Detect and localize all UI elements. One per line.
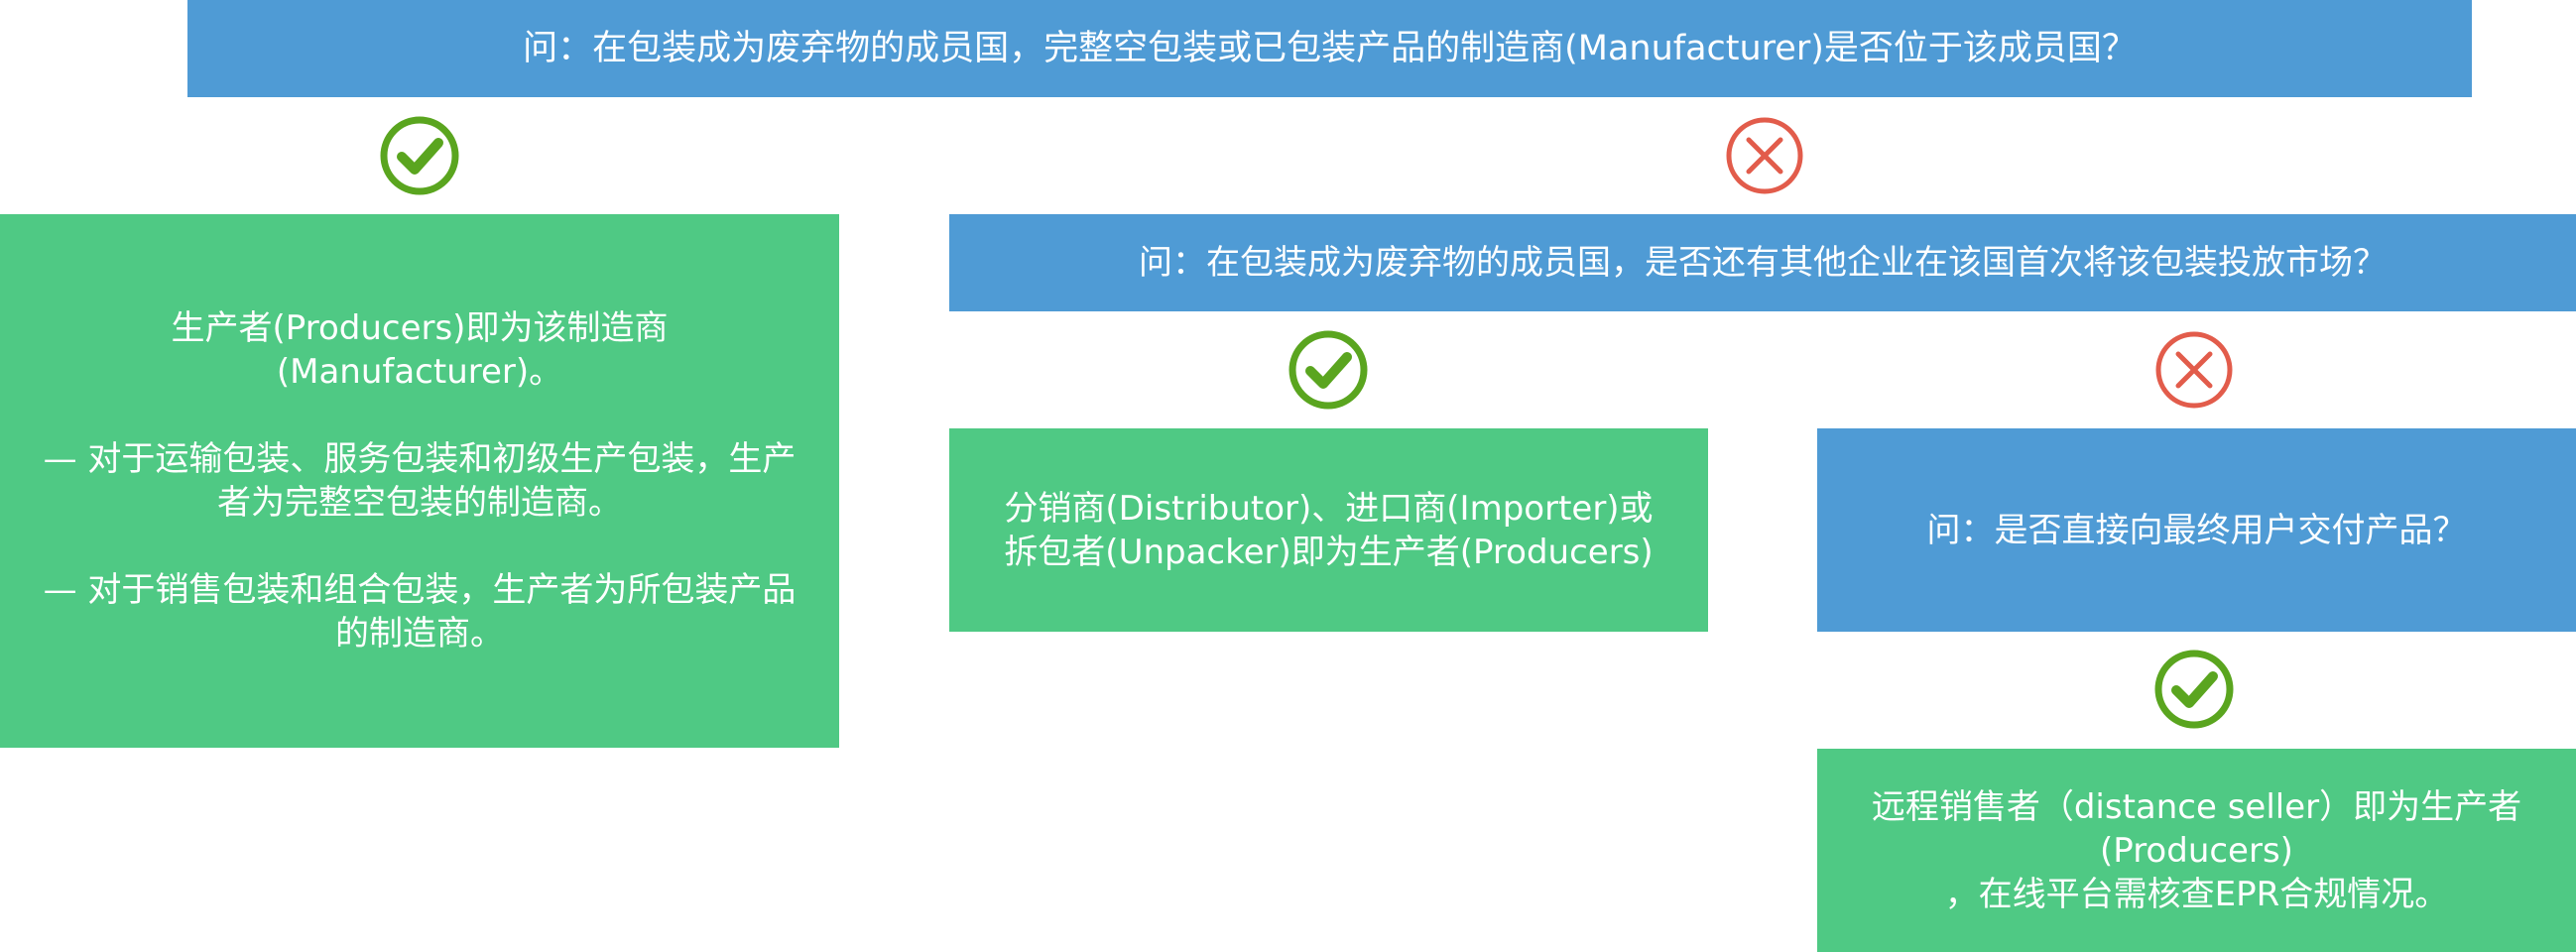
answer-producer-is-manufacturer-text: 生产者(Producers)即为该制造商 (Manufacturer)。 — 对… [43, 308, 797, 654]
answer-distributor-importer-unpacker-text: 分销商(Distributor)、进口商(Importer)或 拆包者(Unpa… [1004, 488, 1654, 572]
check-circle-icon [2153, 649, 2235, 730]
answer-distributor-importer-unpacker: 分销商(Distributor)、进口商(Importer)或 拆包者(Unpa… [949, 428, 1708, 632]
question-deliver-to-end-user: 问：是否直接向最终用户交付产品？ [1817, 428, 2576, 632]
answer-producer-is-manufacturer: 生产者(Producers)即为该制造商 (Manufacturer)。 — 对… [0, 214, 839, 748]
x-circle-icon [1724, 115, 1805, 196]
question-manufacturer-located: 问：在包装成为废弃物的成员国，完整空包装或已包装产品的制造商(Manufactu… [187, 0, 2472, 97]
answer-distance-seller: 远程销售者（distance seller）即为生产者 (Producers) … [1817, 749, 2576, 952]
question-manufacturer-located-text: 问：在包装成为废弃物的成员国，完整空包装或已包装产品的制造商(Manufactu… [523, 29, 2137, 68]
check-circle-icon [1288, 329, 1369, 411]
x-circle-icon [2153, 329, 2235, 411]
question-deliver-to-end-user-text: 问：是否直接向最终用户交付产品？ [1926, 510, 2467, 550]
answer-distance-seller-text: 远程销售者（distance seller）即为生产者 (Producers) … [1871, 786, 2522, 914]
question-other-company-first-placing-text: 问：在包装成为废弃物的成员国，是否还有其他企业在该国首次将该包装投放市场？ [1139, 243, 2387, 283]
question-other-company-first-placing: 问：在包装成为废弃物的成员国，是否还有其他企业在该国首次将该包装投放市场？ [949, 214, 2576, 311]
check-circle-icon [379, 115, 460, 196]
